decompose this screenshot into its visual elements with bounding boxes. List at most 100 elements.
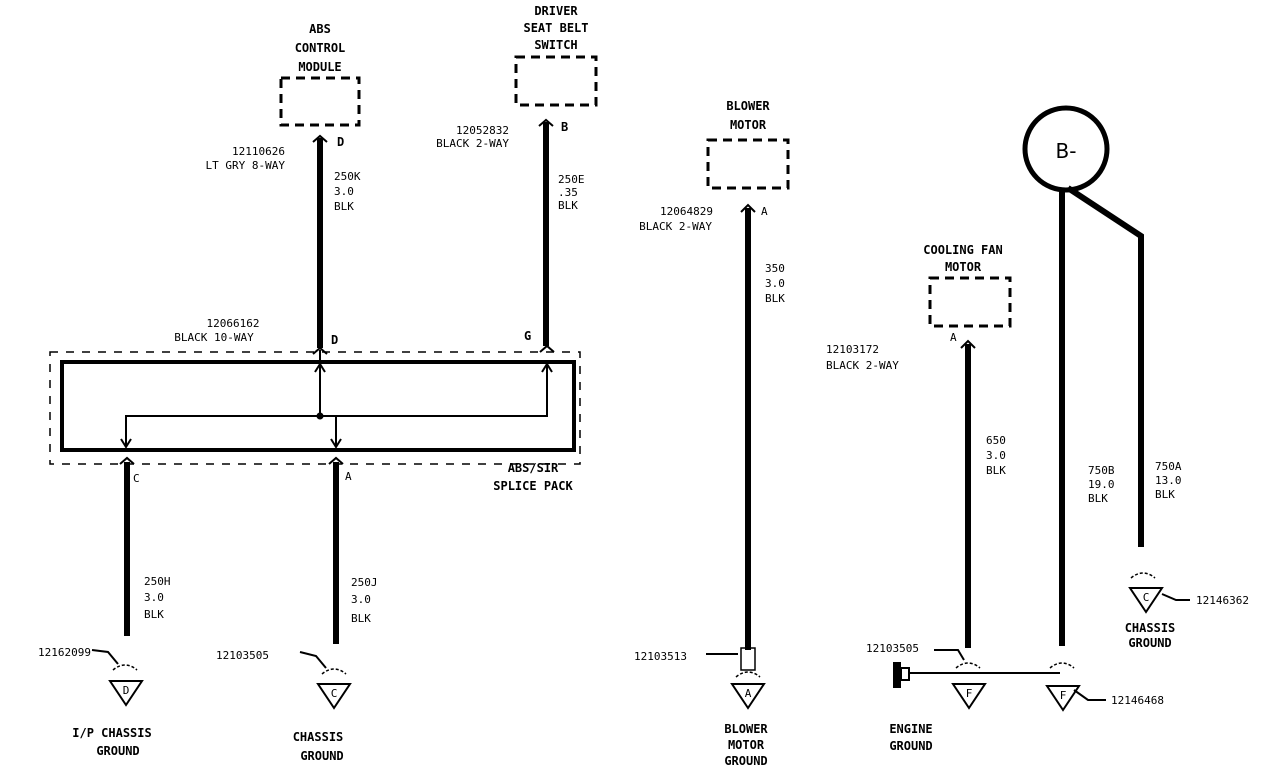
terminal-g	[539, 344, 555, 353]
svg-text:750A: 750A	[1155, 460, 1182, 473]
battery-circle	[1022, 105, 1110, 193]
svg-text:BLK: BLK	[1088, 492, 1108, 505]
svg-text:250E: 250E	[558, 173, 585, 186]
seat-belt-label-2: SEAT BELT	[523, 21, 588, 35]
ip-ground-leader	[91, 649, 119, 665]
seat-belt-label-1: DRIVER	[534, 4, 578, 18]
splice-pin-c: C	[133, 472, 140, 485]
wire-650-label: 650 3.0 BLK	[986, 434, 1006, 477]
cooling-fan-box	[928, 276, 1012, 328]
cooling-fan-label-1: COOLING FAN	[923, 243, 1002, 257]
cooling-fan-connector: BLACK 2-WAY	[826, 359, 899, 372]
wire-750a	[1066, 185, 1144, 547]
splice-pin-a: A	[345, 470, 352, 483]
chassis-ground-2-label-1: CHASSIS	[1125, 621, 1176, 635]
seat-belt-connector: BLACK 2-WAY	[436, 137, 509, 150]
chassis-ground-2-symbol	[1128, 587, 1164, 614]
chassis-ground-1-label-1: CHASSIS	[293, 730, 344, 744]
wire-750a-label: 750A 13.0 BLK	[1155, 460, 1182, 501]
blower-box	[706, 138, 790, 190]
blower-terminal	[740, 203, 756, 213]
svg-text:3.0: 3.0	[351, 593, 371, 606]
svg-text:19.0: 19.0	[1088, 478, 1115, 491]
splice-pack-body	[60, 360, 576, 452]
terminal-d	[312, 346, 328, 355]
abs-module-connector: LT GRY 8-WAY	[206, 159, 286, 172]
svg-text:C: C	[1143, 591, 1150, 604]
blower-ground-label-1: BLOWER	[724, 722, 768, 736]
ip-ground-label-2: GROUND	[96, 744, 139, 758]
svg-text:3.0: 3.0	[986, 449, 1006, 462]
blower-ground: 12103513 A BLOWER MOTOR GROUND	[634, 647, 768, 768]
wire-250j-label: 250J 3.0 BLK	[351, 576, 378, 625]
svg-text:BLK: BLK	[986, 464, 1006, 477]
seat-belt-part: 12052832	[456, 124, 509, 137]
abs-module-label-3: MODULE	[298, 60, 341, 74]
svg-text:C: C	[331, 687, 338, 700]
splice-pin-g: G	[524, 329, 531, 343]
ip-ground-symbol	[108, 680, 144, 707]
wire-750b-label: 750B 19.0 BLK	[1088, 464, 1115, 505]
svg-text:BLK: BLK	[351, 612, 371, 625]
seat-belt-switch: DRIVER SEAT BELT SWITCH B 12052832 BLACK…	[436, 4, 598, 150]
splice-bus-left	[125, 350, 321, 446]
splice-node	[316, 412, 324, 420]
chassis-ground-2-label-2: GROUND	[1128, 636, 1171, 650]
chassis-ground-1-symbol	[316, 683, 352, 710]
splice-pack-name-2: SPLICE PACK	[493, 479, 573, 493]
chassis-ground-1: 12103505 C CHASSIS GROUND	[216, 649, 352, 763]
blower-label-2: MOTOR	[730, 118, 767, 132]
engine-ground-2: F 12146468	[1045, 662, 1164, 712]
battery-label: B-	[1056, 139, 1077, 163]
svg-text:3.0: 3.0	[144, 591, 164, 604]
blower-ground-symbol	[730, 683, 766, 710]
arrow-a	[330, 438, 342, 449]
cooling-fan-pin: A	[950, 331, 957, 344]
terminal-c	[119, 456, 135, 465]
cooling-fan-part: 12103172	[826, 343, 879, 356]
engine-ground-label-2: GROUND	[889, 739, 932, 753]
engine-ground-label-1: ENGINE	[889, 722, 932, 736]
splice-pack: 12066162 BLACK 10-WAY D G C A ABS/SIR SP…	[49, 317, 581, 493]
terminal-a	[328, 456, 344, 465]
svg-text:250K: 250K	[334, 170, 361, 183]
abs-module-box	[279, 76, 361, 127]
abs-control-module: ABS CONTROL MODULE D 12110626 LT GRY 8-W…	[206, 22, 361, 172]
wire-250k-label: 250K 3.0 BLK	[334, 170, 361, 213]
seat-belt-box	[514, 55, 598, 107]
svg-text:F: F	[1060, 689, 1067, 702]
cooling-fan-terminal	[960, 339, 976, 349]
splice-pack-connector: BLACK 10-WAY	[174, 331, 254, 344]
svg-text:BLK: BLK	[765, 292, 785, 305]
arrow-g	[541, 362, 553, 373]
splice-pin-d: D	[331, 333, 338, 347]
ip-ground-part: 12162099	[38, 646, 91, 659]
seat-belt-terminal	[538, 118, 554, 127]
engine-ground-2-symbol	[1045, 685, 1081, 712]
svg-text:350: 350	[765, 262, 785, 275]
cooling-fan-label-2: MOTOR	[945, 260, 982, 274]
wire-350-label: 350 3.0 BLK	[765, 262, 785, 305]
chassis-ground-1-part: 12103505	[216, 649, 269, 662]
svg-text:BLK: BLK	[334, 200, 354, 213]
blower-connector: BLACK 2-WAY	[639, 220, 712, 233]
svg-text:650: 650	[986, 434, 1006, 447]
blower-motor: BLOWER MOTOR A 12064829 BLACK 2-WAY	[639, 99, 790, 233]
seat-belt-pin: B	[561, 120, 568, 134]
svg-text:F: F	[966, 687, 973, 700]
svg-text:BLK: BLK	[144, 608, 164, 621]
abs-module-part: 12110626	[232, 145, 285, 158]
engine-ground-part: 12103505	[866, 642, 919, 655]
wire-250e-label: 250E .35 BLK	[558, 173, 585, 212]
chassis-ground-2: C 12146362 CHASSIS GROUND	[1125, 572, 1249, 650]
svg-text:13.0: 13.0	[1155, 474, 1182, 487]
seat-belt-label-3: SWITCH	[534, 38, 577, 52]
abs-module-label-1: ABS	[309, 22, 331, 36]
svg-text:D: D	[123, 684, 130, 697]
engine-block-symbol	[893, 662, 901, 688]
svg-text:3.0: 3.0	[334, 185, 354, 198]
engine-ground-2-part: 12146468	[1111, 694, 1164, 707]
wire-250h-label: 250H 3.0 BLK	[144, 575, 171, 621]
arrow-d	[314, 362, 326, 373]
chassis-ground-1-label-2: GROUND	[300, 749, 343, 763]
